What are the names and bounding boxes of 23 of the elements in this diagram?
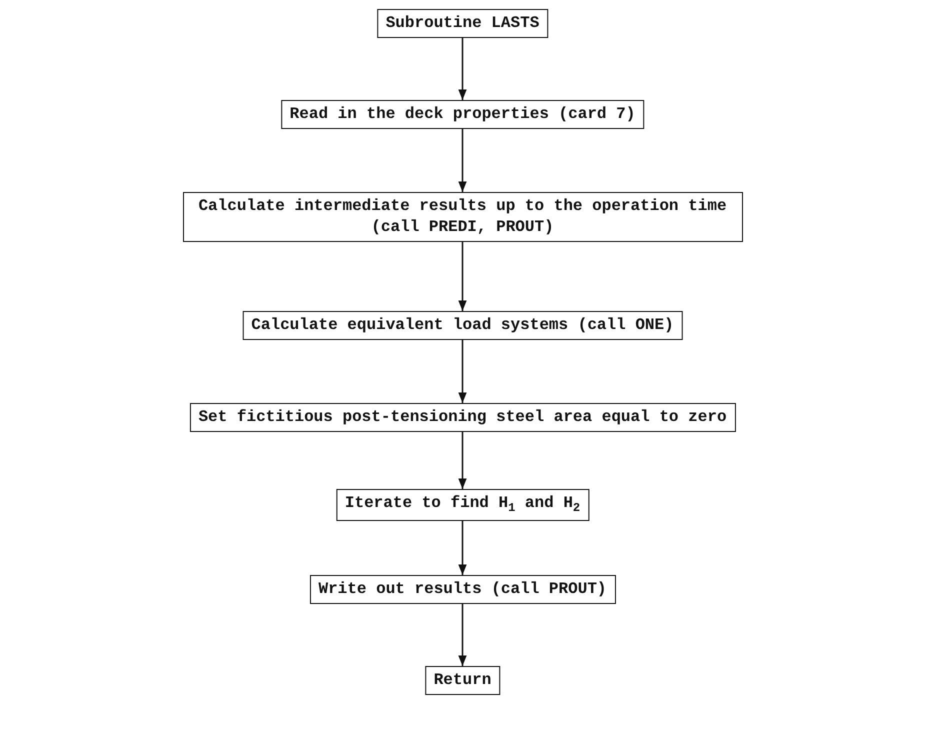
box-text: Iterate to find H$_{1}$ and H$_{2}$ [344, 493, 580, 517]
arrow [458, 604, 467, 666]
box-text: Subroutine LASTS [386, 13, 540, 34]
box-text: Calculate equivalent load systems (call ONE) [251, 315, 674, 336]
box-text: Read in the deck properties (card 7) [290, 104, 636, 125]
process-box [182, 192, 742, 242]
arrow [458, 432, 467, 489]
box-text: Calculate intermediate results up to the operation time (call PREDI, PROUT) [197, 196, 728, 238]
arrow [458, 242, 467, 311]
process-box [336, 489, 590, 521]
arrow [458, 520, 467, 575]
process-box [189, 403, 736, 432]
arrow [458, 340, 467, 403]
process-box [280, 100, 644, 129]
arrow [458, 128, 467, 192]
process-box [242, 311, 683, 340]
process-box [309, 575, 616, 604]
process-box [424, 666, 500, 695]
box-text: Write out results (call PROUT) [318, 579, 607, 600]
process-box [376, 9, 548, 38]
box-text: Return [434, 670, 492, 691]
arrow [458, 38, 467, 100]
box-text: Set fictitious post-tensioning steel area equal to zero [198, 407, 727, 428]
